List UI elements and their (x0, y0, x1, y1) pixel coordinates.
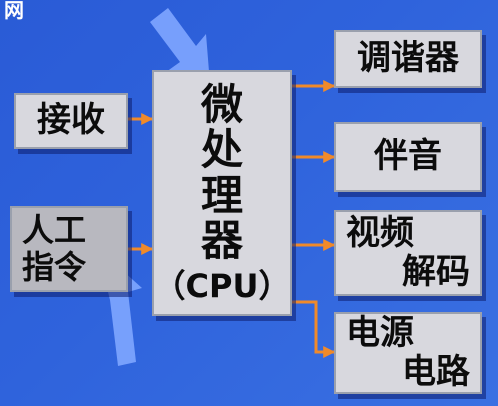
manual-command-label-line2: 指令 (22, 248, 87, 286)
corner-text-fragment: 网 (4, 0, 24, 22)
power-circuit-box: 电源 电路 (334, 312, 482, 394)
manual-command-label-line1: 人工 (22, 211, 87, 250)
cpu-label-abbr: （CPU） (153, 267, 291, 306)
receive-label: 接收 (37, 100, 105, 141)
receive-box: 接收 (14, 93, 128, 149)
accompaniment-label: 伴音 (374, 136, 442, 177)
cpu-label-char3: 理 (200, 170, 243, 220)
pointer-arrow-top (150, 8, 210, 84)
video-decode-label-line2: 解码 (402, 252, 470, 292)
tuner-label: 调谐器 (357, 38, 459, 79)
arrow-cpu-to-power (292, 300, 336, 358)
pointer-arrow-bottom (108, 272, 142, 366)
power-circuit-label-line1: 电源 (346, 312, 414, 353)
manual-command-box: 人工 指令 (10, 206, 128, 292)
tuner-box: 调谐器 (334, 30, 482, 88)
cpu-label-char1: 微 (200, 80, 243, 129)
video-decode-box: 视频 解码 (334, 210, 482, 296)
video-decode-label-line1: 视频 (346, 212, 414, 253)
cpu-box: 微 处 理 器 （CPU） (152, 70, 292, 316)
cpu-label-char4: 器 (200, 216, 243, 266)
accompaniment-box: 伴音 (334, 122, 482, 192)
power-circuit-label-line2: 电路 (402, 352, 470, 392)
cpu-label-char2: 处 (200, 125, 243, 175)
